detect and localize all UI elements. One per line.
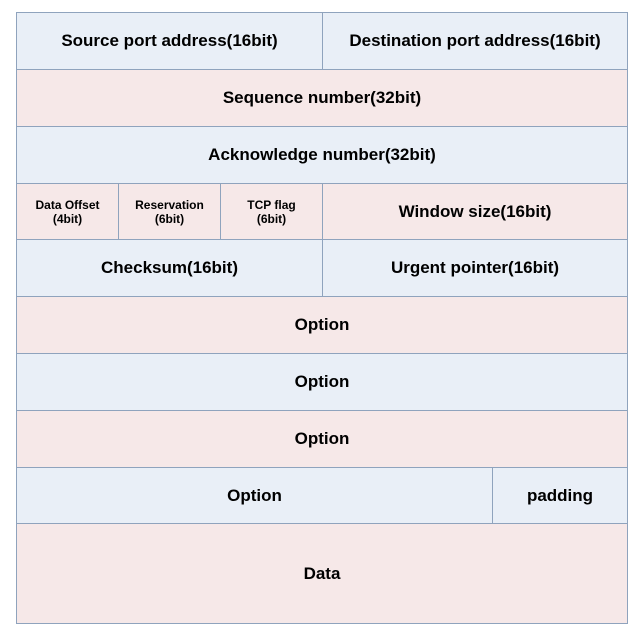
padding-field: padding <box>492 467 628 524</box>
reservation-label: Reservation <box>135 197 204 212</box>
option-field-1: Option <box>16 296 628 354</box>
data-offset-bits: (4bit) <box>52 211 83 226</box>
tcp-flag-label: TCP flag <box>247 197 296 212</box>
tcp-flag-bits: (6bit) <box>256 211 287 226</box>
urgent-pointer-field: Urgent pointer(16bit) <box>322 239 628 297</box>
data-offset-field: Data Offset (4bit) <box>16 183 119 240</box>
data-offset-label: Data Offset <box>35 197 100 212</box>
checksum-field: Checksum(16bit) <box>16 239 323 297</box>
data-field: Data <box>16 523 628 624</box>
reservation-field: Reservation (6bit) <box>118 183 221 240</box>
tcp-flag-field: TCP flag (6bit) <box>220 183 323 240</box>
source-port-field: Source port address(16bit) <box>16 12 323 70</box>
option-field-2: Option <box>16 353 628 411</box>
option-field-4: Option <box>16 467 493 524</box>
acknowledge-number-field: Acknowledge number(32bit) <box>16 126 628 184</box>
destination-port-field: Destination port address(16bit) <box>322 12 628 70</box>
reservation-bits: (6bit) <box>154 211 185 226</box>
sequence-number-field: Sequence number(32bit) <box>16 69 628 127</box>
window-size-field: Window size(16bit) <box>322 183 628 240</box>
option-field-3: Option <box>16 410 628 468</box>
tcp-header-diagram: Source port address(16bit) Destination p… <box>16 12 628 624</box>
